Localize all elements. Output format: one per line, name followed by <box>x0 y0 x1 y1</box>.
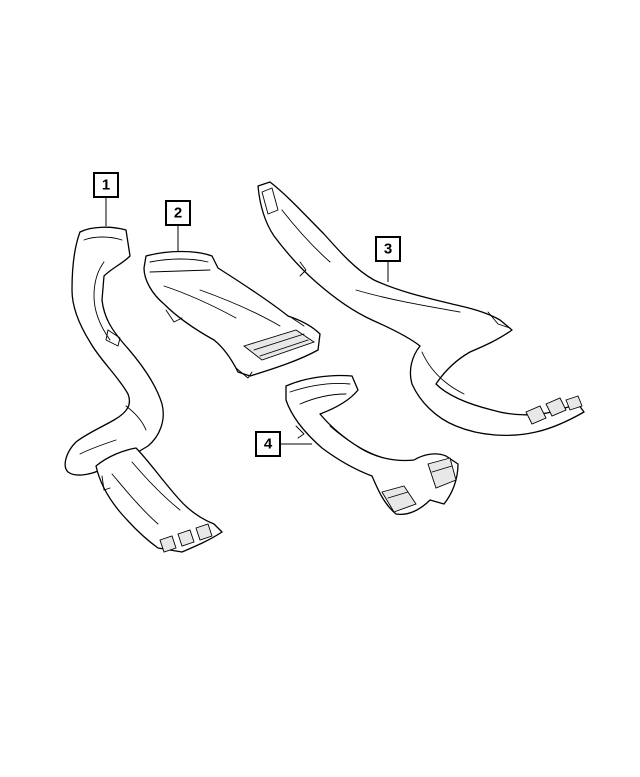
callout-box-2 <box>165 200 191 226</box>
callout-2: 2 <box>165 200 191 252</box>
right-side-duct[interactable] <box>257 181 585 437</box>
callout-label-2: 2 <box>174 205 182 222</box>
callout-label-3: 3 <box>384 241 392 258</box>
callout-box-1 <box>93 172 119 198</box>
callout-box-4 <box>255 431 281 457</box>
center-duct[interactable] <box>143 250 321 379</box>
center-lower-duct[interactable] <box>285 374 459 516</box>
callout-3: 3 <box>375 236 401 282</box>
callout-4: 4 <box>255 431 312 457</box>
callout-label-4: 4 <box>264 436 273 453</box>
callout-box-3 <box>375 236 401 262</box>
callout-label-1: 1 <box>102 177 110 194</box>
callout-1: 1 <box>93 172 119 226</box>
left-side-duct[interactable] <box>64 226 223 553</box>
